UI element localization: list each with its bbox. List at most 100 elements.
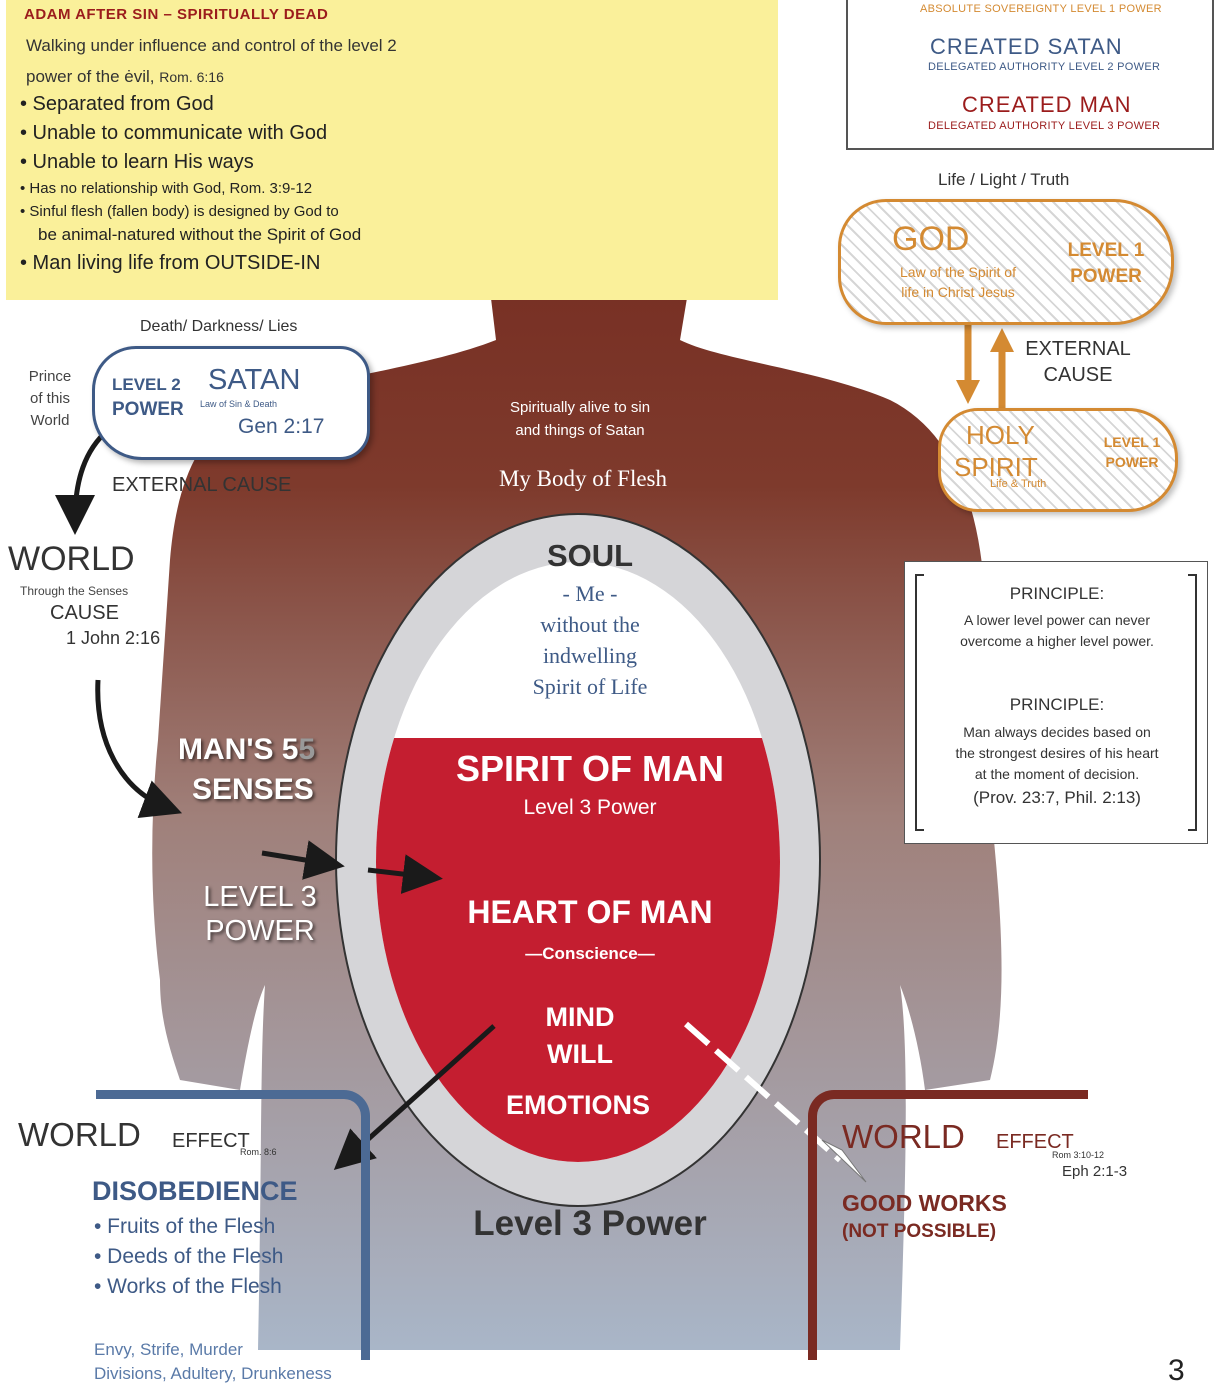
god-level-label: LEVEL 1 xyxy=(1067,240,1145,261)
adam-item: • Separated from God xyxy=(20,93,214,115)
level3-line: LEVEL 3 xyxy=(203,881,317,913)
emotions-label: EMOTIONS xyxy=(505,1090,650,1120)
senses-text: MAN'S 5 xyxy=(178,733,299,766)
sins-list: Envy, Strife, Murder Divisions, Adultery… xyxy=(94,1338,332,1386)
world-cause-ref: 1 John 2:16 xyxy=(66,628,161,648)
sins-line: Divisions, Adultery, Drunkeness xyxy=(94,1364,332,1383)
body-of-flesh-label: My Body of Flesh xyxy=(498,466,668,491)
god-box xyxy=(838,199,1174,325)
level3-power-side: LEVEL 3 POWER xyxy=(190,880,330,948)
god-power-label: POWER xyxy=(1070,266,1142,287)
hs-power-label: POWER xyxy=(1105,454,1159,470)
legend-man-label: DELEGATED AUTHORITY LEVEL 3 POWER xyxy=(928,120,1161,132)
soul-line: without the xyxy=(540,612,640,637)
goodworks-arrowhead xyxy=(821,1139,867,1183)
principle-1-text: A lower level power can never overcome a… xyxy=(919,610,1195,652)
spiritually-line: and things of Satan xyxy=(515,422,645,439)
senses-to-heart-arrow-1 xyxy=(261,840,345,880)
holy-label: HOLY xyxy=(966,420,1035,450)
sins-line: Envy, Strife, Murder xyxy=(94,1340,243,1359)
god-to-spirit-arrowhead xyxy=(956,380,980,404)
prince-line: Prince xyxy=(28,368,72,385)
principle-2-ref: (Prov. 23:7, Phil. 2:13) xyxy=(973,788,1141,807)
god-law-line: life in Christ Jesus xyxy=(901,284,1015,300)
god-external-cause: EXTERNAL CAUSE xyxy=(1018,336,1138,388)
spirit-label: SPIRIT xyxy=(954,452,1038,482)
satan-box xyxy=(92,346,370,460)
death-darkness-lies-label: Death/ Darkness/ Lies xyxy=(140,318,298,335)
mind-label: MIND xyxy=(545,1002,615,1032)
world-cause-title: WORLD xyxy=(8,540,135,578)
adam-intro-line2: power of the ėvil, Rom. 6:16 xyxy=(26,67,224,87)
life-truth-label: Life & Truth xyxy=(990,478,1047,490)
good-works-title: GOOD WORKS xyxy=(842,1190,1007,1216)
spiritually-line: Spiritually alive to sin xyxy=(509,399,651,416)
adam-item: • Sinful flesh (fallen body) is designed… xyxy=(20,203,339,220)
external-line: EXTERNAL xyxy=(1025,338,1131,360)
adam-title: ADAM AFTER SIN – SPIRITUALLY DEAD xyxy=(24,6,329,23)
satan-power-label: POWER xyxy=(112,399,184,420)
soul-line: Spirit of Life xyxy=(532,674,648,699)
satan-level-label: LEVEL 2 xyxy=(112,375,181,394)
prince-line: World xyxy=(30,412,70,429)
principle-line: overcome a higher level power. xyxy=(960,633,1154,649)
world-through-senses: Through the Senses xyxy=(20,584,129,598)
mans-senses-line2: SENSES xyxy=(192,773,314,806)
power-line: POWER xyxy=(205,915,315,947)
legend-satan-title: CREATED SATAN xyxy=(930,34,1123,59)
principle-line: Man always decides based on xyxy=(963,724,1151,740)
right-bracket xyxy=(1188,574,1197,831)
god-law-line: Law of the Spirit of xyxy=(900,264,1016,280)
effect-left-ref: Rom. 8:6 xyxy=(240,1147,277,1157)
effect-left-effect: EFFECT xyxy=(172,1130,250,1152)
disobedience-item: • Works of the Flesh xyxy=(94,1275,282,1298)
disobedience-item: • Deeds of the Flesh xyxy=(94,1245,284,1268)
legend-level1-label: ABSOLUTE SOVEREIGNTY LEVEL 1 POWER xyxy=(920,3,1162,15)
adam-item: • Unable to communicate with God xyxy=(20,122,328,144)
god-title: GOD xyxy=(892,220,970,258)
senses-to-heart-arrow-2 xyxy=(367,854,443,894)
will-label: WILL xyxy=(547,1039,613,1069)
adam-item: • Has no relationship with God, Rom. 3:9… xyxy=(20,180,313,197)
senses-echo: 5 xyxy=(298,733,316,766)
adam-item: • Man living life from OUTSIDE-IN xyxy=(20,252,321,274)
adam-item: be animal-natured without the Spirit of … xyxy=(38,225,362,244)
life-light-truth-label: Life / Light / Truth xyxy=(938,170,1070,189)
adam-item: • Unable to learn His ways xyxy=(20,151,254,173)
mans-senses-line1: MAN'S 55 xyxy=(178,733,315,767)
satan-external-cause: EXTERNAL CAUSE xyxy=(112,474,292,496)
world-cause-label: CAUSE xyxy=(50,602,119,624)
hs-level-label: LEVEL 1 xyxy=(1103,434,1161,450)
adam-intro-text: power of the xyxy=(26,67,120,86)
legend-man-title: CREATED MAN xyxy=(962,92,1132,117)
principle-line: the strongest desires of his heart xyxy=(955,745,1159,761)
authority-legend-box xyxy=(846,0,1214,150)
adam-intro-ref: Rom. 6:16 xyxy=(159,69,224,85)
principle-line: A lower level power can never xyxy=(964,612,1150,628)
effect-right-world: WORLD xyxy=(842,1118,965,1155)
god-law: Law of the Spirit of life in Christ Jesu… xyxy=(868,262,1048,302)
disobedience-list: • Fruits of the Flesh • Deeds of the Fle… xyxy=(94,1212,283,1302)
adam-intro-line1: Walking under influence and control of t… xyxy=(26,36,397,55)
god-level-power: LEVEL 1 POWER xyxy=(1056,238,1156,290)
adam-after-sin-box xyxy=(6,0,778,300)
satan-name: SATAN xyxy=(208,364,301,396)
legend-satan-label: DELEGATED AUTHORITY LEVEL 2 POWER xyxy=(928,61,1161,73)
world-effect-left-box xyxy=(96,1090,370,1360)
spirit-of-man-title: SPIRIT OF MAN xyxy=(456,748,724,789)
soul-me: - Me - xyxy=(562,581,618,606)
cause-line: CAUSE xyxy=(1043,364,1113,386)
left-bracket xyxy=(915,574,924,831)
effect-left-world: WORLD xyxy=(18,1116,141,1153)
effect-right-effect: EFFECT xyxy=(996,1131,1074,1153)
principle-heading: PRINCIPLE: xyxy=(1009,584,1105,603)
principle-heading: PRINCIPLE: xyxy=(1009,695,1105,714)
satan-to-world-arrow xyxy=(55,428,110,535)
principle-2-text: Man always decides based on the stronges… xyxy=(919,722,1195,785)
prince-line: of this xyxy=(29,390,71,407)
disobedience-title: DISOBEDIENCE xyxy=(92,1176,298,1206)
satan-law: Law of Sin & Death xyxy=(200,399,278,409)
bottom-level3-power: Level 3 Power xyxy=(473,1204,707,1243)
hs-level-power: LEVEL 1 POWER xyxy=(1096,432,1168,472)
